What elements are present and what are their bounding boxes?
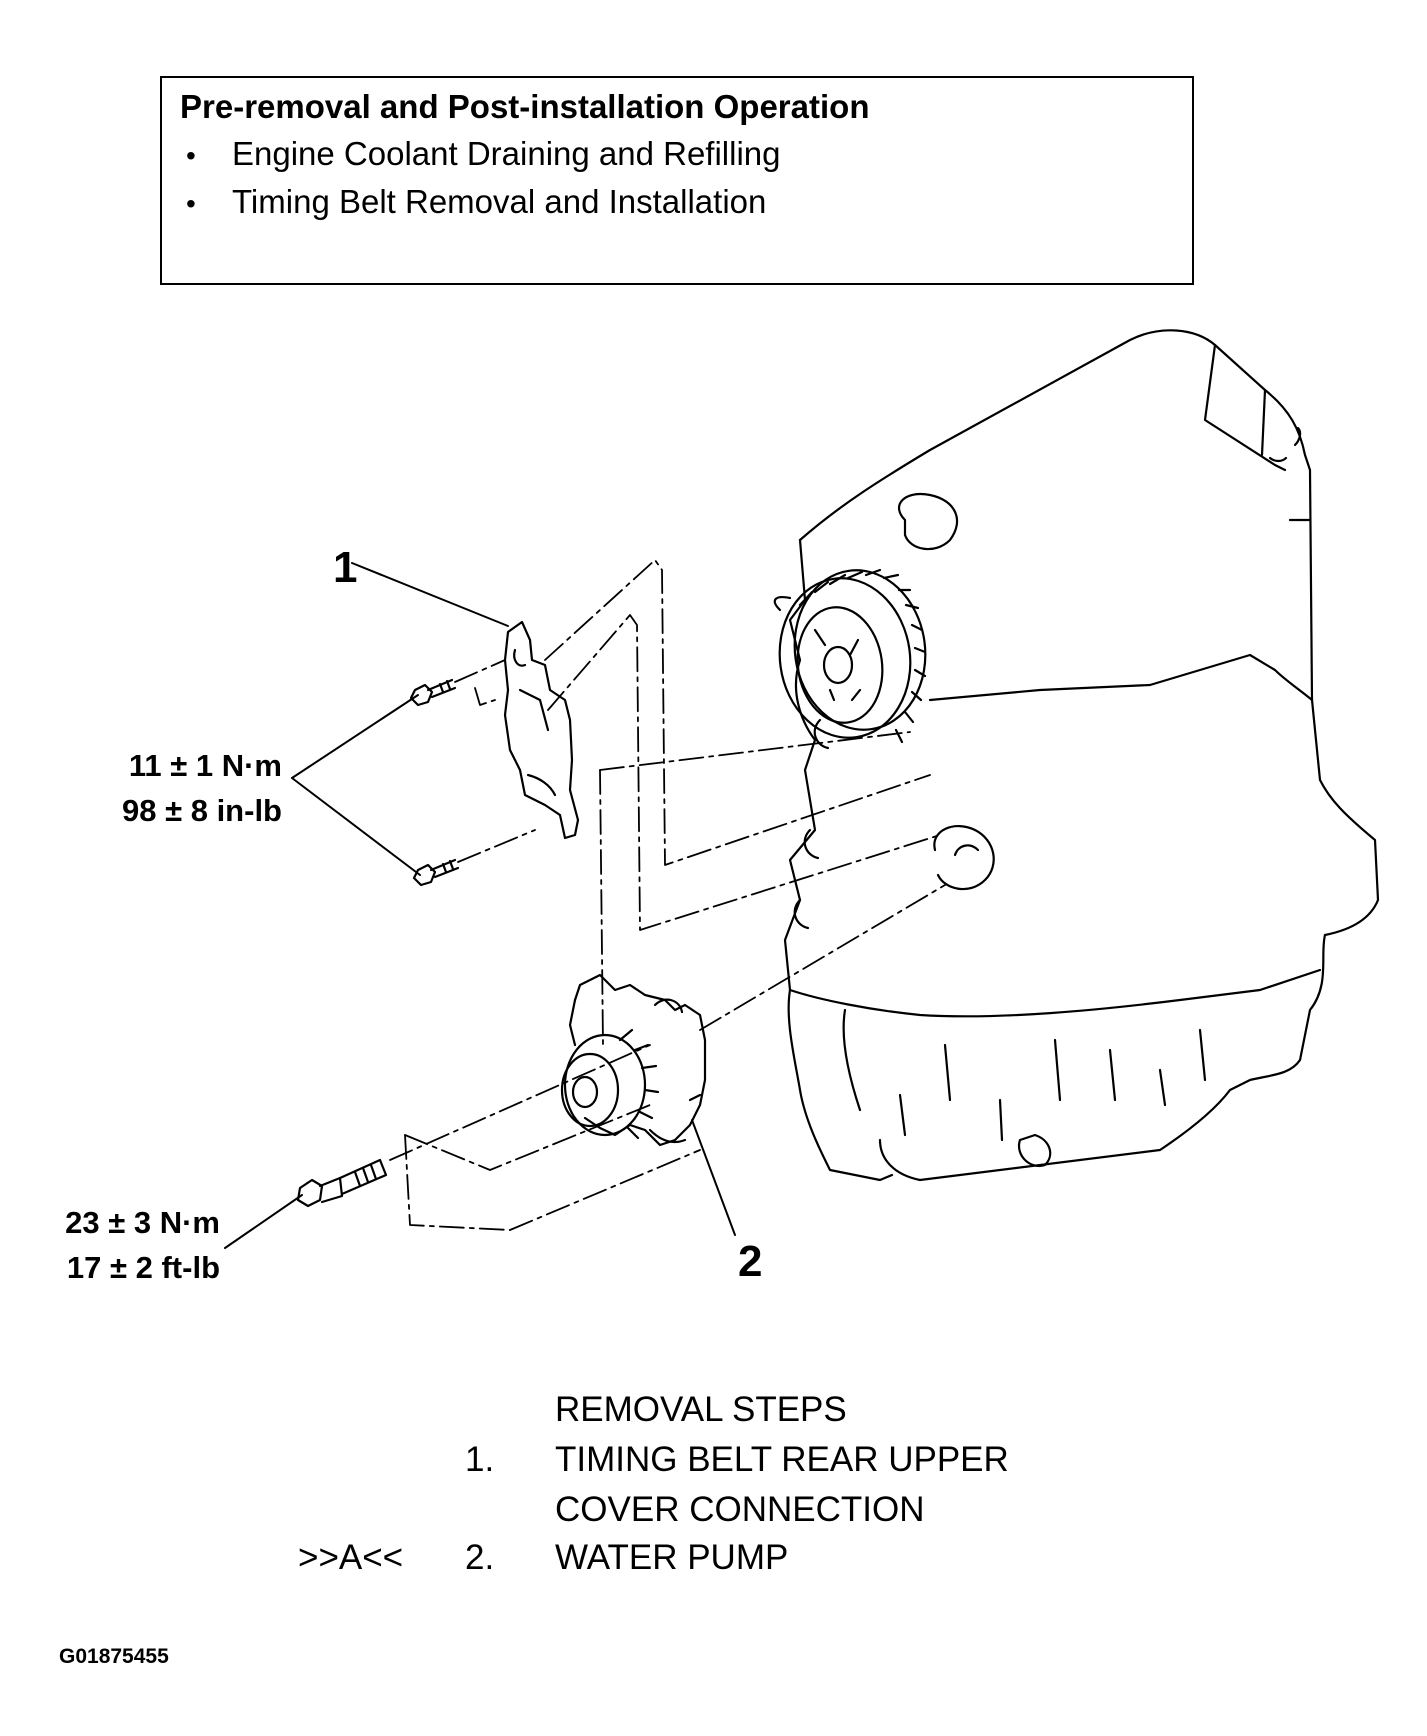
pre-removal-title: Pre-removal and Post-installation Operat… <box>180 88 870 125</box>
step-procedure-marker: >>A<< <box>298 1538 404 1577</box>
leader-lines <box>224 562 736 1249</box>
assembly-lines <box>389 559 946 1231</box>
timing-belt-rear-upper-cover <box>503 620 580 840</box>
torque-spec-pump-bolt: 23 ± 3 N·m 17 ± 2 ft-lb <box>20 1200 220 1290</box>
bullet-icon: • <box>186 188 196 219</box>
water-pump-bolt <box>296 1158 388 1208</box>
pre-removal-item-text: Timing Belt Removal and Installation <box>232 183 767 220</box>
torque-imperial: 17 ± 2 ft-lb <box>66 1250 220 1285</box>
pre-removal-item-text: Engine Coolant Draining and Refilling <box>232 135 781 172</box>
torque-imperial: 98 ± 8 in-lb <box>122 793 282 828</box>
torque-spec-cover-bolt: 11 ± 1 N·m 98 ± 8 in-lb <box>94 743 282 833</box>
callout-part-1: 1 <box>333 543 358 592</box>
camshaft-sprocket <box>773 568 927 744</box>
callout-part-2: 2 <box>738 1237 763 1286</box>
step-number: 2. <box>465 1538 495 1577</box>
pre-removal-box: Pre-removal and Post-installation Operat… <box>160 76 1194 285</box>
torque-metric: 23 ± 3 N·m <box>65 1205 220 1240</box>
cover-bolt-upper <box>409 678 457 707</box>
step-number: 1. <box>465 1440 495 1479</box>
torque-metric: 11 ± 1 N·m <box>128 748 282 783</box>
engine-block <box>783 329 1380 1182</box>
step-text: TIMING BELT REAR UPPER <box>555 1440 1009 1479</box>
pre-removal-item: • Timing Belt Removal and Installation <box>186 183 766 221</box>
figure-id: G01875455 <box>59 1645 169 1668</box>
cover-bolt-lower <box>412 858 460 887</box>
water-pump <box>560 973 707 1147</box>
bullet-icon: • <box>186 140 196 171</box>
step-text: WATER PUMP <box>555 1538 789 1577</box>
removal-steps-heading: REMOVAL STEPS <box>555 1390 847 1429</box>
step-text: COVER CONNECTION <box>555 1490 925 1529</box>
pre-removal-item: • Engine Coolant Draining and Refilling <box>186 135 781 173</box>
